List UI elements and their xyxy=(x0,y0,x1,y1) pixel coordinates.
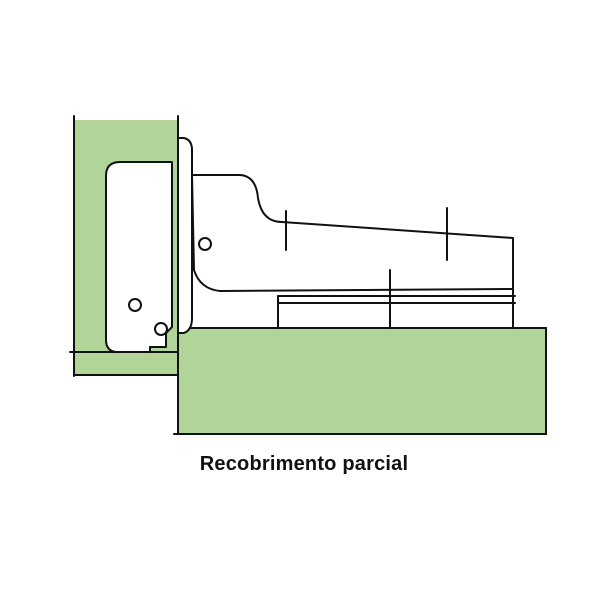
cup-screw-circle-upper xyxy=(128,298,142,312)
hinge-cup-housing xyxy=(105,161,173,353)
door-panel xyxy=(178,328,546,434)
hinge-plate xyxy=(177,137,193,334)
arm-pivot-circle xyxy=(198,237,212,251)
diagram-caption: Recobrimento parcial xyxy=(199,453,409,475)
hinge-arm xyxy=(191,174,514,292)
cup-screw-circle-lower xyxy=(154,322,168,336)
